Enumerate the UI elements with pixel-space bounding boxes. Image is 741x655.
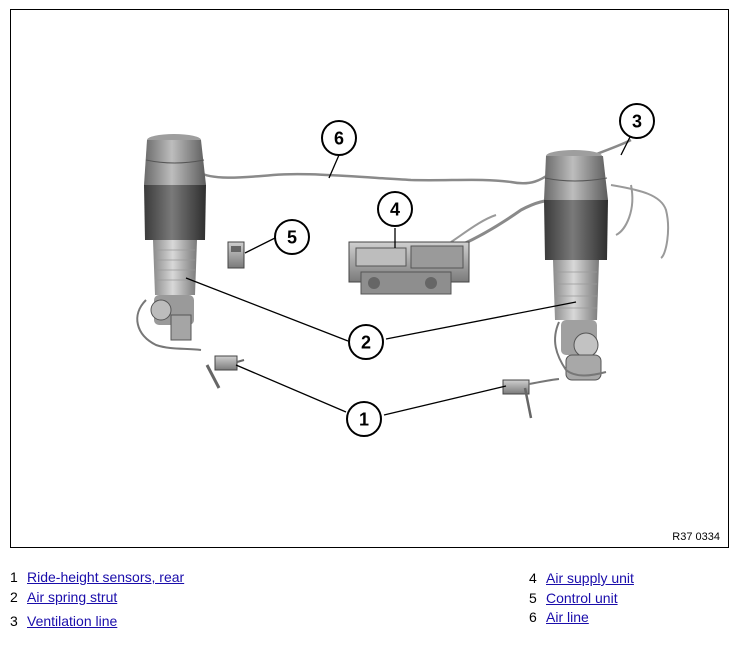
svg-text:2: 2 [361, 333, 371, 353]
ride-height-sensor-left [205, 355, 245, 389]
legend-link-ride-height-sensors[interactable]: Ride-height sensors, rear [27, 569, 185, 585]
legend-number: 2 [10, 589, 18, 605]
legend-number: 1 [10, 569, 18, 585]
legend-item-1: 1 Ride-height sensors, rear [10, 569, 184, 585]
svg-text:4: 4 [390, 200, 400, 220]
legend-number: 4 [529, 570, 537, 586]
legend-number: 3 [10, 613, 18, 629]
figure-code: R37 0334 [672, 531, 720, 543]
callout-4: 4 [377, 191, 413, 227]
control-unit [227, 241, 245, 269]
svg-text:1: 1 [359, 410, 369, 430]
legend-item-6: 6 Air line [529, 609, 589, 625]
air-spring-strut-left [136, 134, 206, 351]
legend-number: 6 [529, 609, 537, 625]
svg-text:3: 3 [632, 112, 642, 132]
air-spring-strut-right [544, 150, 608, 381]
svg-text:6: 6 [334, 129, 344, 149]
legend-link-control-unit[interactable]: Control unit [546, 590, 618, 606]
legend-item-5: 5 Control unit [529, 590, 618, 606]
ride-height-sensor-right [502, 378, 560, 419]
legend-item-4: 4 Air supply unit [529, 570, 634, 586]
air-suspension-illustration: 6 3 4 5 2 1 [136, 103, 670, 437]
air-supply-unit [348, 241, 470, 295]
legend-link-ventilation-line[interactable]: Ventilation line [27, 613, 118, 629]
legend-number: 5 [529, 590, 537, 606]
callout-5: 5 [274, 219, 310, 255]
legend-item-2: 2 Air spring strut [10, 589, 117, 605]
leader-lines [185, 134, 632, 416]
legend-link-air-supply-unit[interactable]: Air supply unit [546, 570, 634, 586]
legend-link-air-line[interactable]: Air line [546, 609, 589, 625]
legend-link-air-spring-strut[interactable]: Air spring strut [27, 589, 118, 605]
svg-text:5: 5 [287, 228, 297, 248]
legend-item-3: 3 Ventilation line [10, 613, 117, 629]
callout-1: 1 [346, 401, 382, 437]
diagram-figure: 6 3 4 5 2 1 R37 0334 [10, 9, 729, 548]
callout-3: 3 [619, 103, 655, 139]
callout-2: 2 [348, 324, 384, 360]
callout-6: 6 [321, 120, 357, 156]
